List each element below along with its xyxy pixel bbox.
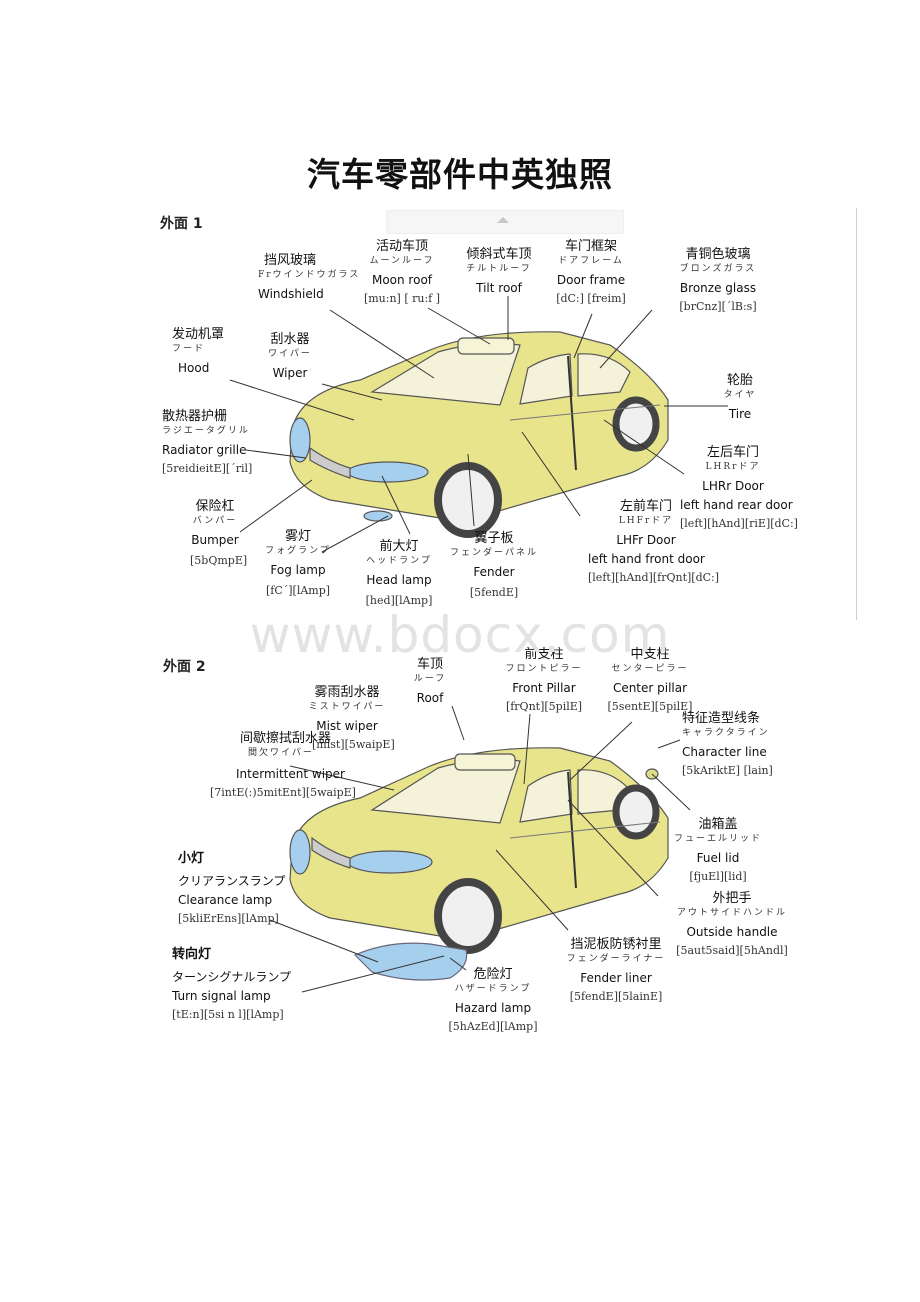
leader-lines-2: [269, 705, 691, 993]
label-windshield: 挡风玻璃 Frウインドウガラス Windshield: [258, 253, 361, 301]
car-2-drawing: [289, 747, 669, 954]
lamp-assembly: [353, 942, 468, 981]
label-radiator-grille: 散热器护栅 ラジエータグリル Radiator grille [5reidiei…: [162, 409, 253, 475]
label-hood: 发动机罩 フード Hood: [172, 327, 225, 375]
scroll-up-bar[interactable]: [386, 210, 624, 234]
watermark: www.bdocx.com: [249, 606, 671, 664]
car-2-roof-panel: [454, 753, 516, 771]
car-1-side-windows: [519, 353, 631, 405]
label-moon-roof: 活动车顶 ムーンルーフ Moon roof [mu:n] [ ru:f ]: [363, 239, 441, 305]
car-1-headlamp: [347, 461, 429, 483]
divider: [856, 208, 857, 620]
label-wiper: 刮水器 ワイパー Wiper: [268, 332, 312, 380]
label-lh-rear-door: 左后车门 LHRrドア LHRr Door left hand rear doo…: [680, 445, 798, 530]
page-title: 汽车零部件中英独照: [307, 155, 613, 194]
label-bumper: 保险杠 バンパー Bumper [5bQmpE]: [190, 499, 248, 567]
chevron-up-icon[interactable]: [497, 217, 509, 223]
car-2-front-wheel: [434, 878, 502, 954]
label-character-line: 特征造型线条 キャラクタライン Character line [5kAriktE…: [682, 711, 773, 777]
car-1-sunroof: [457, 337, 515, 355]
label-hazard-lamp: 危险灯 ハザードランプ Hazard lamp [5hAzEd][lAmp]: [448, 967, 538, 1033]
car-2-rear-wheel: [612, 784, 660, 840]
section-title-exterior-1: 外面 1: [160, 216, 203, 232]
car-1-drawing: [289, 331, 669, 538]
car-1-front-wheel: [434, 462, 502, 538]
label-mist-wiper: 雾雨刮水器 ミストワイパー Mist wiper [mist][5waipE]: [308, 685, 395, 751]
label-tire: 轮胎 タイヤ Tire: [723, 373, 757, 421]
label-outside-handle: 外把手 アウトサイドハンドル Outside handle [5aut5said…: [676, 891, 788, 957]
label-roof: 车顶 ルーフ Roof: [413, 657, 447, 705]
label-fender: 翼子板 フェンダーパネル Fender [5fendE]: [450, 531, 538, 599]
label-center-pillar: 中支柱 センターピラー Center pillar [5sentE][5pilE…: [607, 647, 693, 713]
label-clearance-lamp: 小灯 クリアランスランプ Clearance lamp [5kliErEns][…: [178, 851, 286, 925]
label-turn-signal-lamp: 转向灯 ターンシグナルランプ Turn signal lamp [tE:n][5…: [172, 947, 292, 1021]
leader-lines-1: [229, 296, 728, 553]
car-2-grille: [311, 836, 351, 869]
car-2-left-lamp: [289, 829, 311, 875]
car-1-rear-wheel: [612, 396, 660, 452]
label-front-pillar: 前支柱 フロントピラー Front Pillar [frQnt][5pilE]: [505, 647, 583, 713]
label-intermittent-wiper: 间歇擦拭刮水器 間欠ワイパー Intermittent wiper [7intE…: [210, 731, 356, 799]
label-fuel-lid: 油箱盖 フューエルリッド Fuel lid [fjuEl][lid]: [673, 817, 762, 883]
label-fog-lamp: 雾灯 フォグランプ Fog lamp [fCˊ][lAmp]: [265, 529, 331, 597]
label-bronze-glass: 青铜色玻璃 ブロンズガラス Bronze glass [brCnz][ˊlB:s…: [679, 247, 757, 313]
car-1-left-lamp: [289, 417, 311, 463]
label-door-frame: 车门框架 ドアフレーム Door frame [dC:] [freim]: [556, 239, 626, 305]
car-2-headlamp: [347, 850, 433, 874]
label-head-lamp: 前大灯 ヘッドランプ Head lamp [hed][lAmp]: [365, 539, 433, 607]
car-1-grille: [309, 446, 351, 479]
label-tilt-roof: 倾斜式车顶 チルトルーフ Tilt roof: [466, 247, 532, 295]
label-fender-liner: 挡泥板防锈衬里 フェンダーライナー Fender liner [5fendE][…: [566, 937, 666, 1003]
label-lh-front-door: 左前车门 LHFrドア LHFr Door left hand front do…: [588, 499, 720, 584]
section-title-exterior-2: 外面 2: [163, 659, 206, 675]
